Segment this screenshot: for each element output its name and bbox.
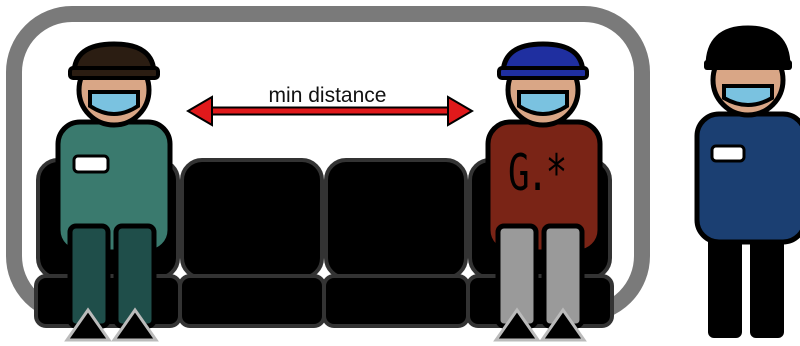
coach-badge: [710, 144, 746, 163]
standing-person-icon: [694, 25, 800, 338]
left-player-cap-brim: [68, 66, 160, 80]
coach-beanie: [705, 25, 791, 69]
seat-back-2: [180, 158, 324, 280]
right-player-mask: [517, 90, 569, 116]
left-player-mask: [88, 90, 140, 116]
coach-leg-1: [708, 226, 742, 338]
right-player-shoe-1: [493, 307, 541, 342]
left-player-shoe-1: [64, 307, 112, 342]
seated-player-icon: [55, 41, 173, 342]
arrow-head-right: [447, 95, 474, 127]
right-player-helmet-brim: [497, 66, 589, 80]
seat-cushion-4: [466, 274, 614, 328]
seat-cushion-2: [178, 274, 326, 328]
left-player-badge: [72, 154, 110, 174]
coach-beanie-brim: [704, 60, 792, 70]
right-player-shoe-2: [539, 307, 587, 342]
jersey-text: G.*: [508, 144, 567, 202]
coach-shirt: [694, 111, 800, 245]
left-player-shoe-2: [111, 307, 159, 342]
coach-mask: [722, 84, 774, 107]
seat-back-3: [324, 158, 468, 280]
min-distance-label: min distance: [268, 84, 387, 107]
double-arrow-icon: [186, 95, 474, 127]
seat-cushion-3: [322, 274, 470, 328]
seated-player-icon: [485, 41, 603, 342]
arrow-head-left: [186, 95, 213, 127]
coach-leg-2: [750, 226, 784, 338]
